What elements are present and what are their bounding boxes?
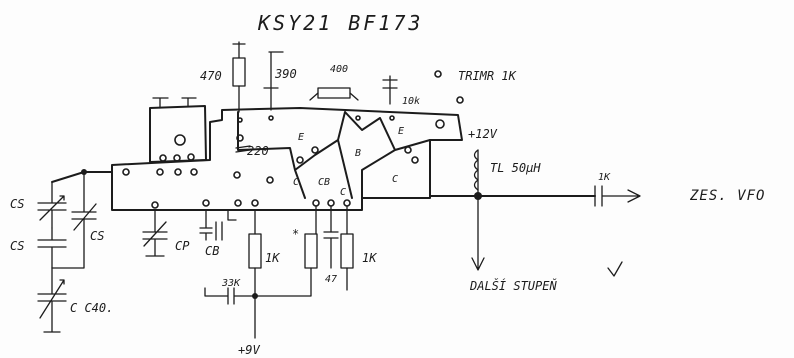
c33k-label: 33K [221,278,241,289]
r10k-label: 10k [402,96,420,107]
cc40-label: C C40. [70,301,113,315]
r400-label: 400 [330,64,348,75]
r1k-b-body [340,233,354,269]
trimmer-block [149,105,207,163]
pin-c3: C [392,174,398,185]
pin-e2: E [398,126,404,137]
r470-label: 470 [200,69,222,83]
dalsi-stupen-label: DALŠÍ STUPEŇ [469,278,557,293]
trimmer-hole [174,134,186,146]
pin-b1: B [355,148,361,159]
pcb-tracks [237,111,431,199]
tl-coil [473,149,479,191]
cb-label: CB [205,244,219,258]
zes-vfo-label: ZES. VFO [689,188,765,204]
r400-body [317,87,351,99]
pcb-outline [111,107,463,211]
pin-c2: C [340,187,346,198]
tl-label: TL 50μH [490,161,541,175]
r-star-label: * [292,227,299,241]
cp-label: CP [175,239,190,253]
r1k-a-label: 1K [265,251,280,265]
schematic-title: KSY21 BF173 [257,11,423,35]
csa-label: CS [10,197,24,211]
p9v-label: +9V [238,343,260,357]
r390-label: 390 [274,67,297,81]
trimr-label: TRIMR 1K [458,69,517,83]
r1k-b-label: 1K [362,251,377,265]
pin-e1: E [298,132,304,143]
r1k-a-body [248,233,262,269]
pin-c1: C [293,177,299,188]
pin-cb: CB [318,177,330,188]
c1k-out-label: 1K [598,172,611,183]
r470-body [232,57,246,87]
c47-label: 47 [325,274,337,285]
c220-label: 220 [247,144,269,158]
csb-label: CS [10,239,24,253]
p12v-label: +12V [468,127,498,141]
c-tr-label: CS [90,229,104,243]
r-star-body [304,233,318,269]
